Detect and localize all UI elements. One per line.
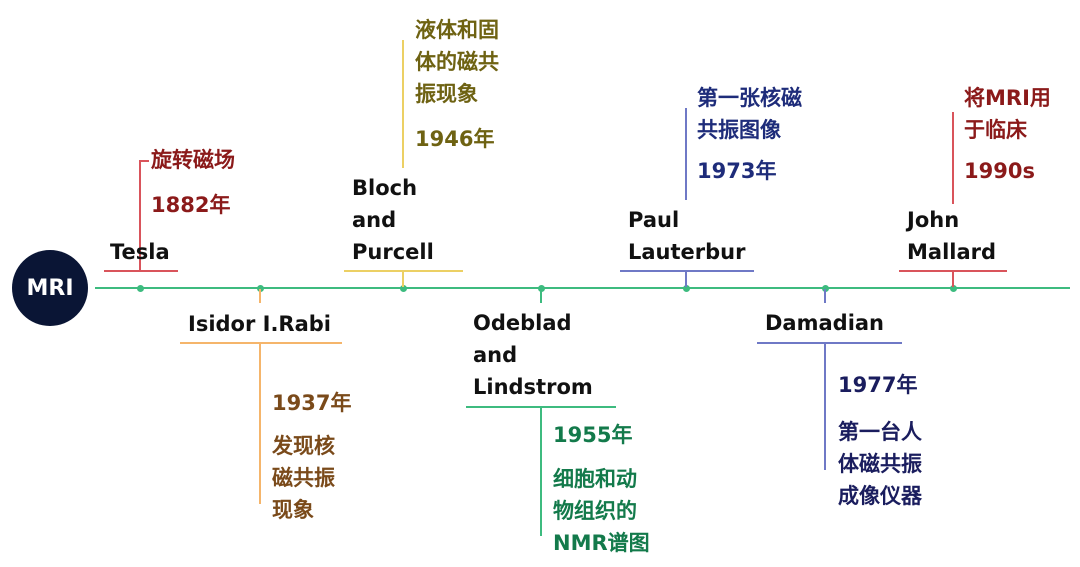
bloch-name: Bloch and Purcell: [352, 172, 434, 268]
tesla-desc-line: 旋转磁场: [151, 148, 235, 172]
bloch-name-line-3: Purcell: [352, 240, 434, 264]
bloch-desc-line-2: 体的磁共: [415, 50, 499, 74]
mallard-year: 1990s: [964, 159, 1035, 183]
tesla-name: Tesla: [110, 240, 170, 264]
lauterbur-name-line-2: Lauterbur: [628, 240, 746, 264]
rabi-year: 1937年: [272, 391, 352, 415]
mallard-description: 将MRI用 于临床: [964, 82, 1051, 146]
damadian-desc-line-1: 第一台人: [838, 420, 922, 444]
odeblad-name: Odeblad and Lindstrom: [473, 307, 593, 403]
damadian-desc-line-3: 成像仪器: [838, 484, 922, 508]
tesla-underline: [104, 270, 178, 272]
mallard-connector: [952, 112, 954, 204]
odeblad-desc-line-3: NMR谱图: [553, 531, 650, 555]
timeline-dot-rabi: [257, 285, 264, 292]
lauterbur-desc-line-1: 第一张核磁: [697, 86, 802, 110]
mallard-desc-line-1: 将MRI用: [964, 86, 1051, 110]
tesla-branch: [139, 160, 149, 162]
timeline-dot-damadian: [822, 285, 829, 292]
odeblad-desc-line-2: 物组织的: [553, 499, 637, 523]
mallard-name: John Mallard: [907, 204, 996, 268]
bloch-connector: [402, 40, 404, 168]
damadian-name: Damadian: [765, 311, 885, 335]
rabi-axis-stub: [259, 289, 261, 303]
lauterbur-description: 第一张核磁 共振图像: [697, 82, 802, 146]
tesla-connector: [139, 160, 141, 271]
timeline-dot-bloch: [400, 285, 407, 292]
damadian-axis-stub: [824, 289, 826, 303]
bloch-name-line-1: Bloch: [352, 176, 418, 200]
timeline-dot-tesla: [137, 285, 144, 292]
damadian-connector: [824, 342, 826, 470]
mallard-name-line-2: Mallard: [907, 240, 997, 264]
timeline-axis: [95, 287, 1070, 289]
odeblad-description: 细胞和动 物组织的 NMR谱图: [553, 463, 650, 559]
lauterbur-axis-stub: [685, 271, 687, 287]
tesla-year: 1882年: [151, 193, 231, 217]
mri-badge: MRI: [12, 250, 88, 326]
mallard-desc-line-2: 于临床: [964, 118, 1027, 142]
damadian-desc-line-2: 体磁共振: [838, 452, 922, 476]
lauterbur-name: Paul Lauterbur: [628, 204, 745, 268]
rabi-desc-line-3: 现象: [272, 498, 314, 522]
rabi-underline: [180, 342, 342, 344]
mri-badge-label: MRI: [26, 275, 74, 301]
damadian-description: 第一台人 体磁共振 成像仪器: [838, 416, 922, 512]
odeblad-connector: [540, 406, 542, 536]
odeblad-desc-line-1: 细胞和动: [553, 467, 637, 491]
damadian-year: 1977年: [838, 373, 918, 397]
bloch-name-line-2: and: [352, 208, 397, 232]
bloch-desc-line-1: 液体和固: [415, 18, 499, 42]
timeline-dot-lauterbur: [683, 285, 690, 292]
odeblad-name-line-3: Lindstrom: [473, 375, 593, 399]
lauterbur-desc-line-2: 共振图像: [697, 118, 781, 142]
rabi-description: 发现核 磁共振 现象: [272, 430, 335, 526]
bloch-desc-line-3: 振现象: [415, 82, 478, 106]
lauterbur-year: 1973年: [697, 159, 777, 183]
rabi-connector: [259, 342, 261, 504]
odeblad-name-line-2: and: [473, 343, 518, 367]
tesla-description: 旋转磁场: [151, 144, 235, 176]
rabi-desc-line-1: 发现核: [272, 434, 335, 458]
odeblad-axis-stub: [540, 289, 542, 303]
odeblad-year: 1955年: [553, 423, 633, 447]
timeline-dot-odeblad: [538, 285, 545, 292]
lauterbur-name-line-1: Paul: [628, 208, 680, 232]
odeblad-name-line-1: Odeblad: [473, 311, 572, 335]
bloch-year: 1946年: [415, 127, 495, 151]
lauterbur-underline: [620, 270, 754, 272]
bloch-description: 液体和固 体的磁共 振现象: [415, 14, 499, 110]
bloch-axis-stub: [402, 271, 404, 287]
mallard-axis-stub: [952, 271, 954, 287]
lauterbur-connector: [685, 108, 687, 200]
mallard-name-line-1: John: [907, 208, 960, 232]
damadian-underline: [757, 342, 902, 344]
timeline-dot-mallard: [950, 285, 957, 292]
rabi-name: Isidor I.Rabi: [188, 312, 332, 336]
rabi-desc-line-2: 磁共振: [272, 466, 335, 490]
